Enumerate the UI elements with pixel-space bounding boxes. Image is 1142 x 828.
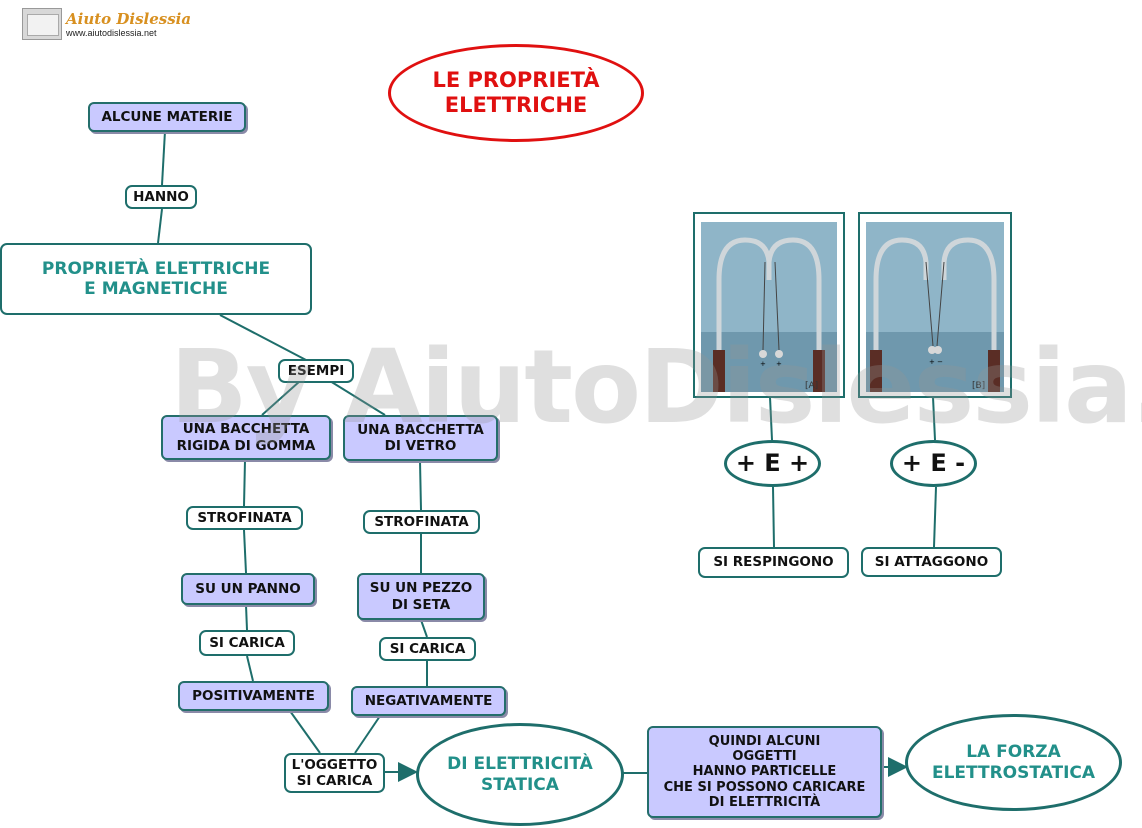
line-seta-sicarica [420,619,428,638]
line-photoB-sign [932,396,936,441]
line-positivamente-oggetto [289,710,321,754]
line-photoA-sign [769,396,773,441]
logo-name: Aiuto Dislessia [66,10,192,28]
page-title: LE PROPRIETÀ ELETTRICHE [388,44,644,142]
node-forza-elettrostatica: LA FORZA ELETTROSTATICA [905,714,1122,811]
line-gomma-strofinata [243,459,246,507]
node-proprieta-elettriche: PROPRIETÀ ELETTRICHE E MAGNETICHE [0,243,312,315]
line-sign-respingono [772,486,775,548]
node-pezzo-seta: SU UN PEZZO DI SETA [357,573,485,620]
link-si-carica-gomma: SI CARICA [199,630,295,656]
node-su-un-panno: SU UN PANNO [181,573,315,605]
svg-text:+: + [760,360,766,368]
line-vetro-strofinata [419,460,422,511]
watermark: By AiutoDislessia.net [170,328,1142,447]
link-si-respingono: SI RESPINGONO [698,547,849,578]
link-esempi: ESEMPI [278,359,354,383]
logo-book-icon [22,8,62,40]
site-logo: Aiuto Dislessia www.aiutodislessia.net [22,8,191,40]
line-materie-hanno [161,130,166,186]
link-oggetto-si-carica: L'OGGETTO SI CARICA [284,753,385,793]
node-negativamente: NEGATIVAMENTE [351,686,506,716]
node-quindi-particelle: QUINDI ALCUNI OGGETTI HANNO PARTICELLE C… [647,726,882,818]
node-elettricita-statica: DI ELETTRICITÀ STATICA [416,723,624,826]
node-alcune-materie: ALCUNE MATERIE [88,102,246,132]
line-hanno-proprieta [157,208,163,244]
photo-b-label: [B] [972,381,985,391]
node-plus-e-plus: + E + [724,440,821,487]
logo-url: www.aiutodislessia.net [66,28,157,38]
svg-text:+: + [776,360,782,368]
node-bacchetta-gomma: UNA BACCHETTA RIGIDA DI GOMMA [161,415,331,460]
line-esempi-gomma [261,380,301,416]
link-strofinata-vetro: STROFINATA [363,510,480,534]
photo-a-label: [A] [805,381,818,391]
line-proprieta-esempi [219,314,307,361]
link-hanno: HANNO [125,185,197,209]
line-esempi-vetro [329,380,386,416]
line-strofinata-panno [243,529,247,574]
node-positivamente: POSITIVAMENTE [178,681,329,711]
node-plus-e-minus: + E - [890,440,977,487]
line-sicarica-positivamente [246,655,254,682]
line-sign-attaggono [933,486,937,548]
node-bacchetta-vetro: UNA BACCHETTA DI VETRO [343,415,498,461]
photo-experiment-a: + + [A] [693,212,845,398]
line-negativamente-oggetto [354,715,381,754]
link-si-attaggono: SI ATTAGGONO [861,547,1002,577]
link-si-carica-vetro: SI CARICA [379,637,476,661]
link-strofinata-gomma: STROFINATA [186,506,303,530]
svg-text:+ −: + − [929,358,943,366]
photo-experiment-b: + − [B] [858,212,1012,398]
line-panno-sicarica [245,604,248,631]
